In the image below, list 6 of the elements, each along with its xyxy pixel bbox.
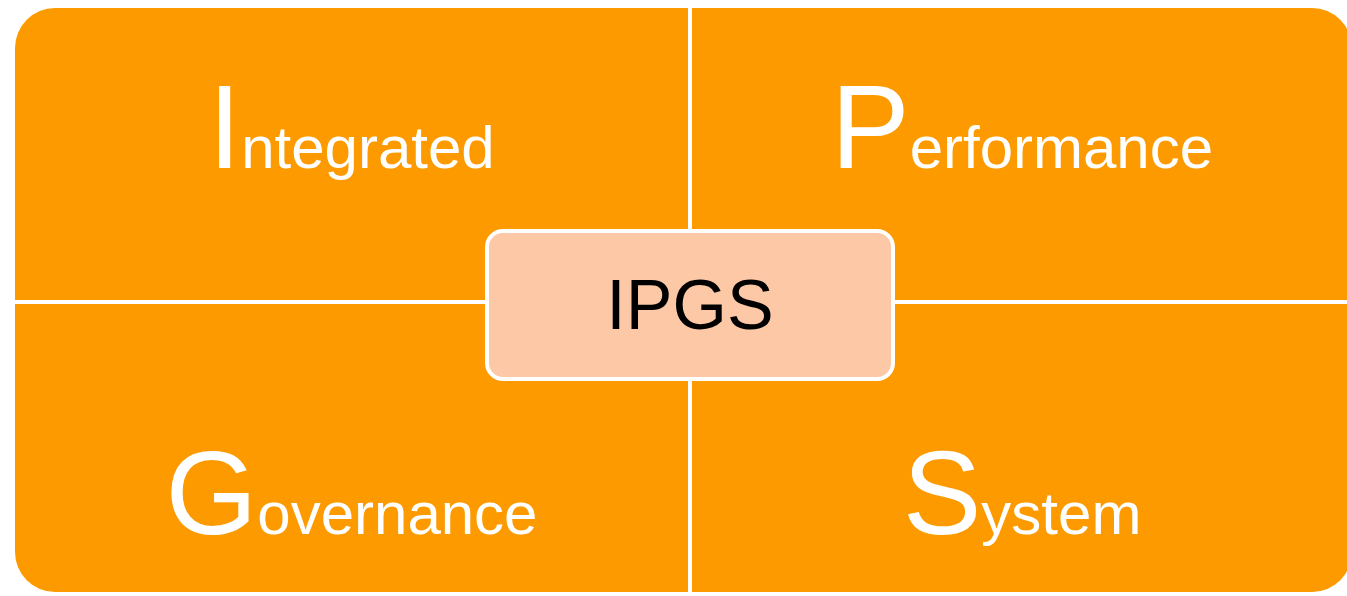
quadrant-label: Integrated: [208, 68, 495, 186]
center-label: IPGS: [606, 265, 774, 345]
center-box: [485, 229, 895, 381]
quadrant-label: System: [902, 434, 1142, 552]
quadrant-label: Performance: [830, 68, 1214, 186]
quadrant-label: Governance: [165, 434, 538, 552]
